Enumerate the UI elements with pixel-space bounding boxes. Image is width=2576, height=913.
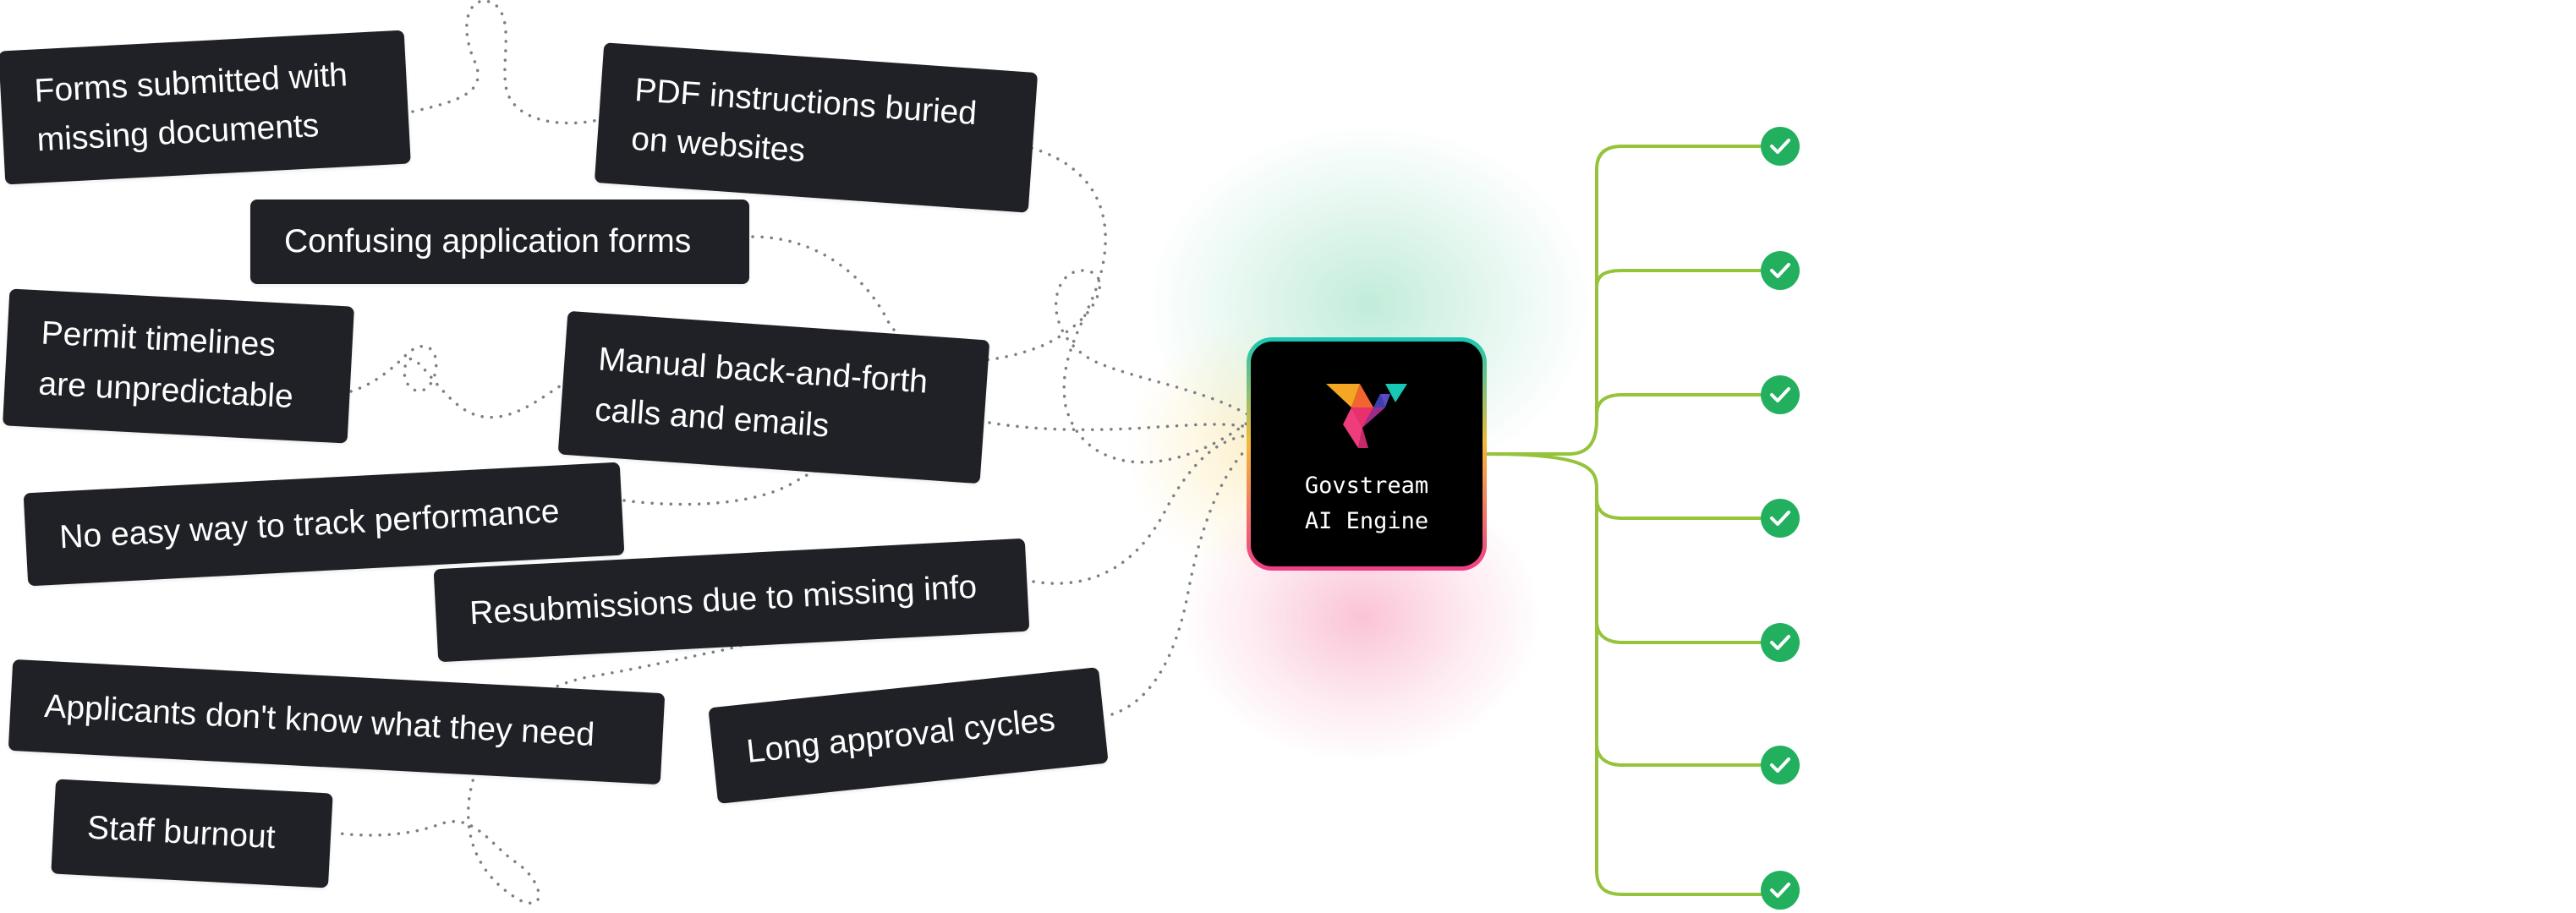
problem-tag: Permit timelines are unpredictable <box>3 288 354 444</box>
check-icon <box>1761 746 1800 785</box>
check-icon <box>1761 871 1800 910</box>
check-icon <box>1761 499 1800 538</box>
problem-tag: Forms submitted with missing documents <box>0 30 411 185</box>
problem-tag: Manual back-and-forth calls and emails <box>557 310 990 484</box>
engine-label: Govstream AI Engine <box>1304 473 1429 534</box>
govstream-logo-icon <box>1326 384 1407 448</box>
problem-tag: Staff burnout <box>51 779 333 888</box>
outcome-branches <box>1485 145 1773 896</box>
check-icon <box>1761 375 1800 414</box>
ai-engine-card: Govstream AI Engine <box>1247 337 1487 571</box>
problem-tag: Confusing application forms <box>250 200 749 284</box>
check-icon <box>1761 623 1800 662</box>
check-icon <box>1761 251 1800 290</box>
check-icon <box>1761 127 1800 166</box>
